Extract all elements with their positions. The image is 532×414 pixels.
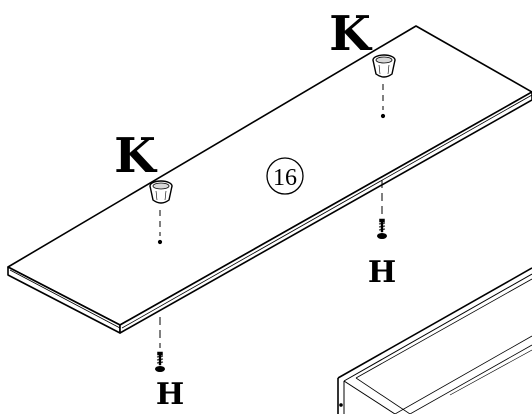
screw-label-front: H — [156, 377, 184, 412]
screw-back — [377, 218, 387, 239]
cabinet-body — [337, 267, 532, 414]
knob-label-right: K — [329, 6, 373, 62]
step-number-badge: 16 — [266, 157, 304, 195]
screw-label-back: H — [368, 255, 396, 290]
screw-front — [155, 351, 165, 372]
guide-line-right-knob — [380, 84, 386, 119]
guide-line-left-knob — [157, 210, 163, 245]
knob-left — [149, 180, 173, 204]
knob-label-left: K — [114, 128, 158, 184]
step-number: 16 — [273, 165, 297, 191]
knob-right — [372, 54, 396, 78]
